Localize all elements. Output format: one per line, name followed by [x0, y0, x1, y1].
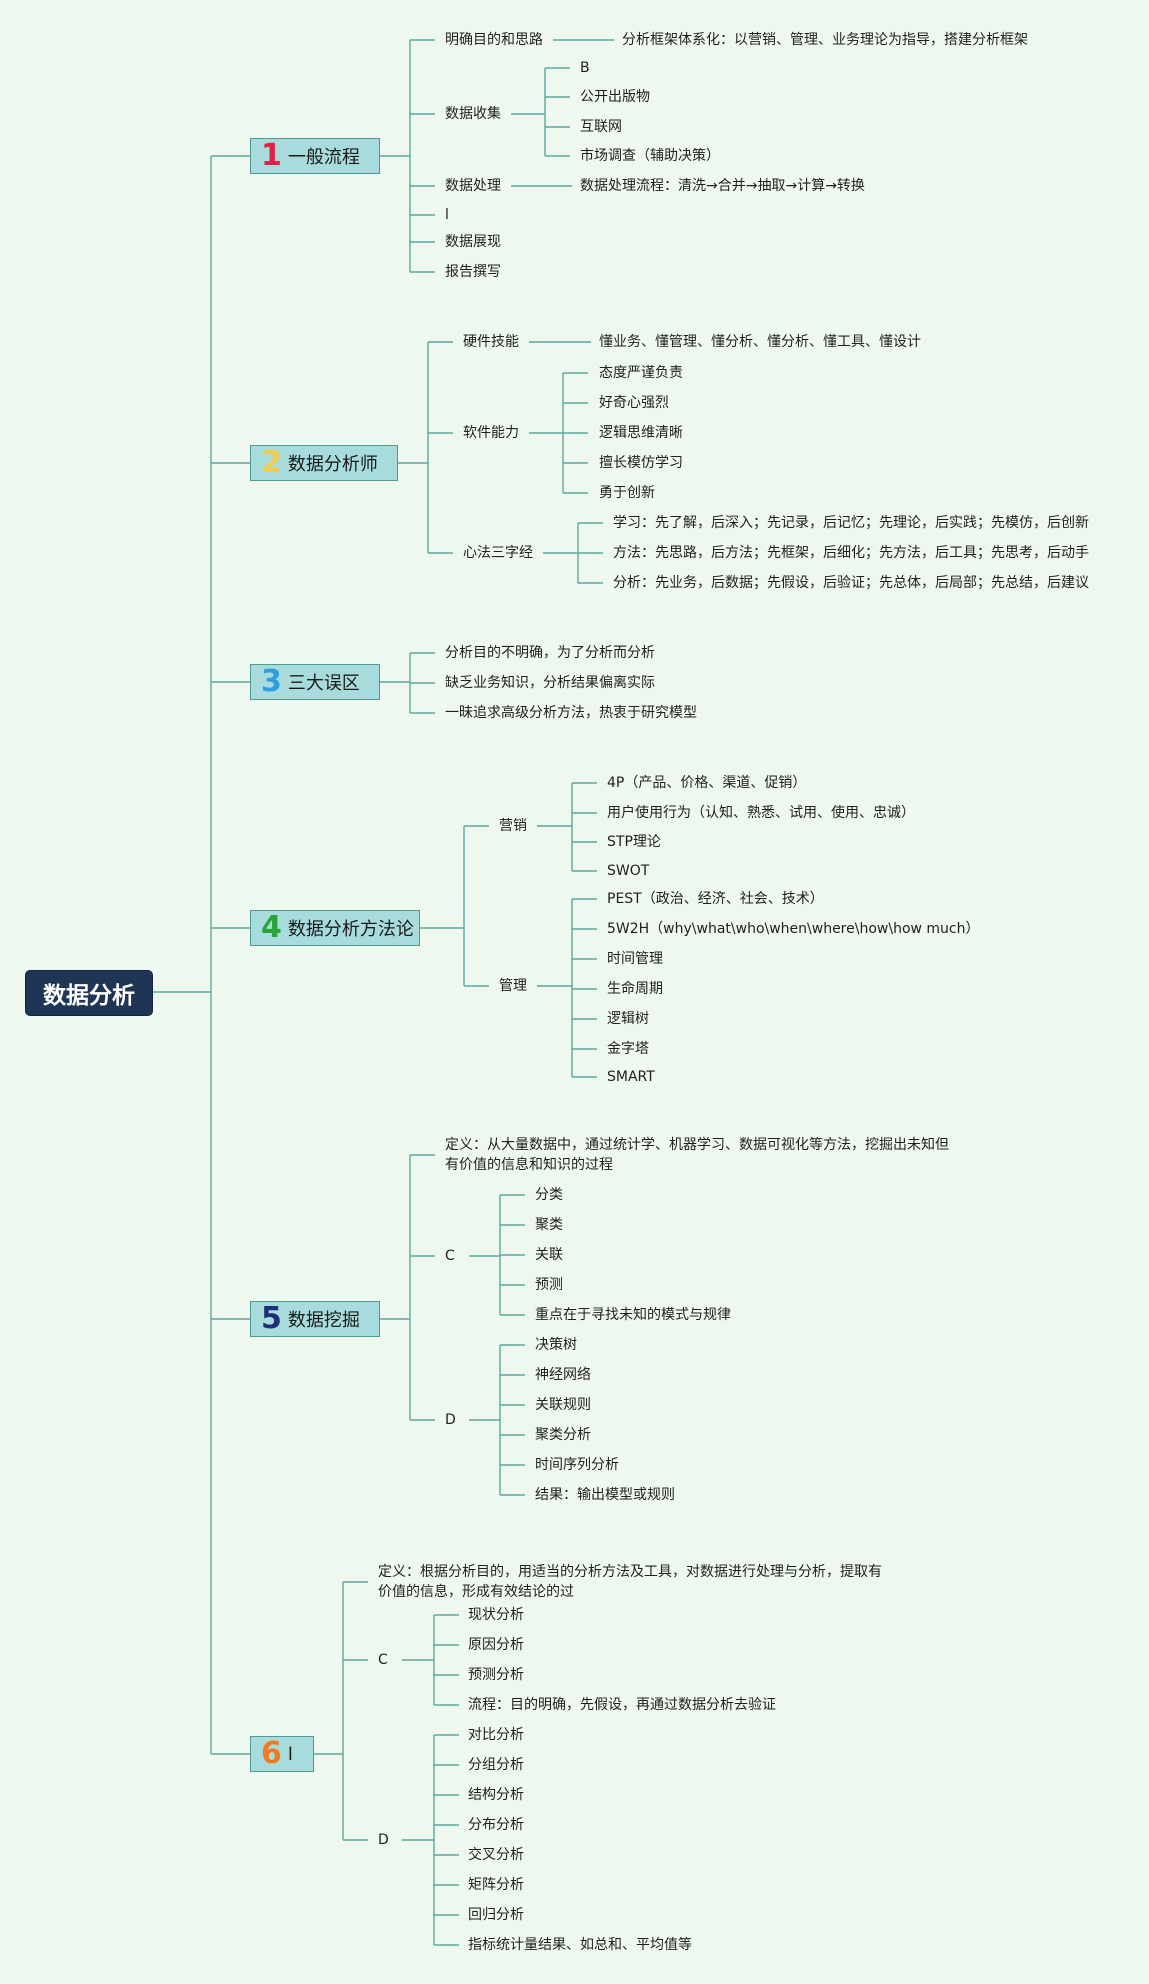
node-label[interactable]: 回归分析: [468, 1907, 524, 1923]
branch-label: 数据分析师: [287, 454, 378, 475]
branch-number: 3: [261, 664, 282, 699]
node-label[interactable]: 金字塔: [607, 1041, 649, 1057]
root-node[interactable]: 数据分析: [25, 970, 153, 1016]
node-label[interactable]: 定义：根据分析目的，用适当的分析方法及工具，对数据进行处理与分析，提取有价值的信…: [378, 1564, 882, 1600]
node-label[interactable]: 现状分析: [468, 1607, 524, 1623]
branch-label: 一般流程: [287, 147, 360, 168]
node-label[interactable]: 重点在于寻找未知的模式与规律: [535, 1307, 731, 1323]
node-label[interactable]: 心法三字经: [463, 545, 533, 561]
node-label[interactable]: 时间序列分析: [535, 1457, 619, 1473]
node-label[interactable]: 流程：目的明确，先假设，再通过数据分析去验证: [468, 1697, 776, 1713]
node-label[interactable]: 神经网络: [535, 1367, 591, 1383]
node-label[interactable]: B: [580, 60, 590, 76]
branch-label: 三大误区: [287, 673, 360, 694]
node-label[interactable]: 一昧追求高级分析方法，热衷于研究模型: [445, 705, 697, 721]
node-label[interactable]: 市场调查（辅助决策）: [580, 148, 720, 164]
node-label[interactable]: 结构分析: [468, 1787, 524, 1803]
node-label[interactable]: 营销: [499, 818, 527, 834]
node-label[interactable]: 对比分析: [468, 1727, 524, 1743]
node-label[interactable]: D: [445, 1412, 456, 1428]
node-label[interactable]: 学习：先了解，后深入；先记录，后记忆；先理论，后实践；先模仿，后创新: [613, 515, 1089, 531]
node-label[interactable]: 聚类分析: [535, 1427, 591, 1443]
node-label[interactable]: 方法：先思路，后方法；先框架，后细化；先方法，后工具；先思考，后动手: [613, 545, 1089, 561]
node-label[interactable]: 预测分析: [468, 1667, 524, 1683]
node-label[interactable]: 报告撰写: [445, 264, 501, 280]
node-label[interactable]: 管理: [499, 978, 527, 994]
branch-number: 5: [261, 1301, 282, 1336]
node-label[interactable]: 原因分析: [468, 1637, 524, 1653]
node-label[interactable]: 分组分析: [468, 1757, 524, 1773]
node-label[interactable]: C: [445, 1248, 455, 1264]
branch-number: 6: [261, 1736, 282, 1771]
node-label[interactable]: 决策树: [535, 1337, 577, 1353]
node-label[interactable]: 4P（产品、价格、渠道、促销）: [607, 775, 807, 791]
node-label[interactable]: l: [445, 207, 449, 223]
node-label[interactable]: C: [378, 1652, 388, 1668]
node-label[interactable]: STP理论: [607, 834, 661, 850]
branch-number: 2: [261, 445, 282, 480]
node-label[interactable]: 关联: [535, 1247, 563, 1263]
node-label[interactable]: 软件能力: [463, 425, 519, 441]
node-label[interactable]: 分析：先业务，后数据；先假设，后验证；先总体，后局部；先总结，后建议: [613, 575, 1089, 591]
node-label[interactable]: 分析目的不明确，为了分析而分析: [445, 645, 655, 661]
node-label[interactable]: 时间管理: [607, 951, 663, 967]
node-label[interactable]: 逻辑树: [607, 1011, 649, 1027]
node-label[interactable]: 预测: [535, 1277, 563, 1293]
node-label[interactable]: 硬件技能: [463, 334, 519, 350]
node-label[interactable]: 矩阵分析: [468, 1877, 524, 1893]
branch-number: 1: [261, 138, 282, 173]
node-label[interactable]: 态度严谨负责: [599, 365, 683, 381]
node-label[interactable]: 聚类: [535, 1217, 563, 1233]
branch-label: l: [287, 1743, 293, 1765]
branch-label: 数据挖掘: [287, 1310, 360, 1331]
node-label[interactable]: 生命周期: [607, 981, 663, 997]
branch-label: 数据分析方法论: [287, 919, 414, 940]
node-label[interactable]: 5W2H（why\what\who\when\where\how\how muc…: [607, 921, 980, 937]
node-label[interactable]: 结果：输出模型或规则: [535, 1487, 675, 1503]
node-label[interactable]: 明确目的和思路: [445, 32, 543, 48]
node-label[interactable]: 定义：从大量数据中，通过统计学、机器学习、数据可视化等方法，挖掘出未知但有价值的…: [445, 1137, 949, 1173]
branch-number: 4: [261, 910, 282, 945]
node-label[interactable]: D: [378, 1832, 389, 1848]
node-label[interactable]: 分布分析: [468, 1817, 524, 1833]
node-label[interactable]: 数据处理: [445, 178, 501, 194]
node-label[interactable]: 好奇心强烈: [599, 395, 669, 411]
node-label[interactable]: 逻辑思维清晰: [599, 425, 683, 441]
node-label[interactable]: 用户使用行为（认知、熟悉、试用、使用、忠诚）: [607, 805, 915, 821]
node-label[interactable]: PEST（政治、经济、社会、技术）: [607, 891, 824, 907]
node-label[interactable]: 指标统计量结果、如总和、平均值等: [468, 1937, 692, 1953]
node-label[interactable]: SMART: [607, 1069, 655, 1085]
node-label[interactable]: 分类: [535, 1187, 563, 1203]
node-label[interactable]: SWOT: [607, 863, 650, 879]
node-label[interactable]: 分析框架体系化：以营销、管理、业务理论为指导，搭建分析框架: [622, 32, 1028, 48]
node-label[interactable]: 数据展现: [445, 234, 501, 250]
node-label[interactable]: 数据处理流程：清洗→合并→抽取→计算→转换: [580, 178, 865, 194]
node-label[interactable]: 懂业务、懂管理、懂分析、懂分析、懂工具、懂设计: [599, 334, 921, 350]
node-label[interactable]: 缺乏业务知识，分析结果偏离实际: [445, 675, 655, 691]
node-label[interactable]: 擅长模仿学习: [599, 455, 683, 471]
node-label[interactable]: 关联规则: [535, 1397, 591, 1413]
node-label[interactable]: 互联网: [580, 119, 622, 135]
node-label[interactable]: 公开出版物: [580, 89, 650, 105]
node-label[interactable]: 数据收集: [445, 106, 501, 122]
node-label[interactable]: 交叉分析: [468, 1847, 524, 1863]
node-label[interactable]: 勇于创新: [599, 485, 655, 501]
